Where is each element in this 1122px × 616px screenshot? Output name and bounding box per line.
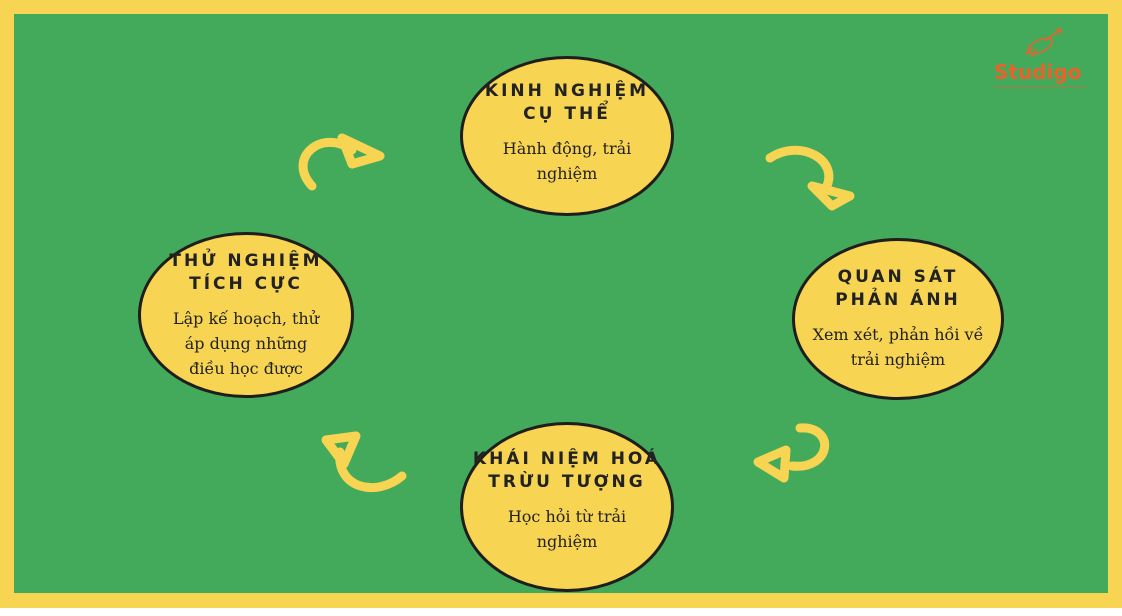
node-title: KHÁI NIỆM HOÁ TRỪU TƯỢNG xyxy=(472,449,662,492)
node-title: KINH NGHIỆM CỤ THỂ xyxy=(484,81,650,124)
logo-text: Studigo xyxy=(994,60,1082,84)
node-description: Lập kế hoạch, thử áp dụng những điều học… xyxy=(172,308,320,378)
arrow-bottom-to-left xyxy=(321,431,407,493)
studigo-logo: Studigo xyxy=(988,26,1098,96)
node-active-experimentation: THỬ NGHIỆM TÍCH CỰC Lập kế hoạch, thử áp… xyxy=(138,232,354,398)
node-description: Hành động, trải nghiệm xyxy=(502,139,632,183)
node-concrete-experience: KINH NGHIỆM CỤ THỂ Hành động, trải nghiệ… xyxy=(460,56,674,216)
arrow-top-to-right xyxy=(765,145,855,211)
arrow-right-to-bottom xyxy=(753,423,830,483)
rocket-icon xyxy=(1025,27,1063,57)
node-title: THỬ NGHIỆM TÍCH CỰC xyxy=(169,250,323,294)
logo-underline xyxy=(994,86,1086,87)
node-abstract-conceptualization: KHÁI NIỆM HOÁ TRỪU TƯỢNG Học hỏi từ trải… xyxy=(460,422,674,592)
node-reflective-observation: QUAN SÁT PHẢN ÁNH Xem xét, phản hồi về t… xyxy=(792,238,1004,400)
arrow-left-to-top xyxy=(298,133,385,191)
node-title: QUAN SÁT PHẢN ÁNH xyxy=(835,267,961,310)
node-description: Xem xét, phản hồi về trải nghiệm xyxy=(812,325,984,369)
node-description: Học hỏi từ trải nghiệm xyxy=(507,507,627,551)
